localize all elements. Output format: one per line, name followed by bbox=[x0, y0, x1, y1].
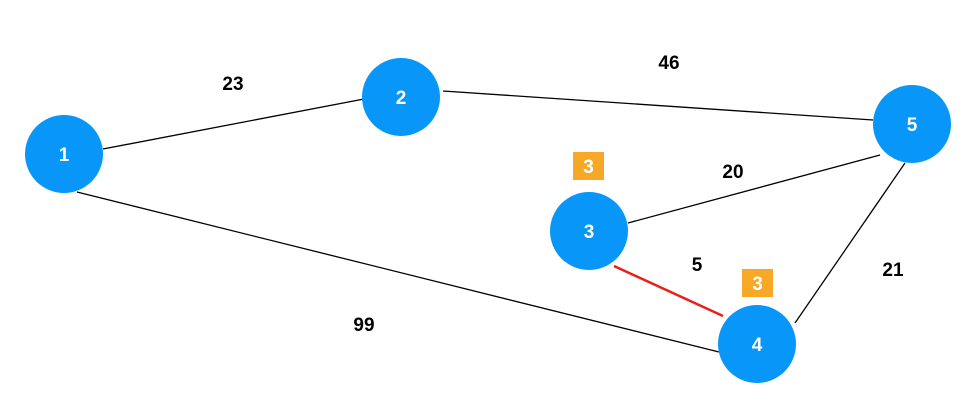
badge-node-4-label: 3 bbox=[752, 274, 763, 295]
edge-3-4-highlighted bbox=[613, 264, 724, 318]
node-2-label: 2 bbox=[396, 88, 407, 109]
edge-2-5 bbox=[442, 90, 874, 121]
edge-4-5 bbox=[794, 162, 906, 324]
badge-node-3-box bbox=[573, 152, 604, 180]
node-1[interactable]: 1 bbox=[25, 115, 103, 193]
node-4-circle bbox=[718, 305, 796, 383]
edge-weight-1-2: 23 bbox=[222, 74, 243, 95]
node-1-circle bbox=[25, 115, 103, 193]
node-5-label: 5 bbox=[907, 115, 918, 136]
badges: 3 3 bbox=[573, 152, 773, 297]
edge-3-5 bbox=[627, 154, 881, 224]
badge-node-3: 3 bbox=[573, 152, 604, 180]
edges bbox=[76, 90, 906, 353]
badge-node-4-box bbox=[742, 269, 773, 297]
node-4[interactable]: 4 bbox=[718, 305, 796, 383]
node-3[interactable]: 3 bbox=[550, 192, 628, 270]
edge-weight-1-4: 99 bbox=[353, 315, 374, 336]
edge-weight-2-5: 46 bbox=[658, 53, 679, 74]
node-2-circle bbox=[362, 58, 440, 136]
nodes: 1 2 3 4 5 bbox=[25, 58, 951, 383]
node-3-circle bbox=[550, 192, 628, 270]
edge-weights: 23 46 20 5 21 99 bbox=[222, 53, 904, 336]
node-5-circle bbox=[873, 85, 951, 163]
edge-weight-3-4: 5 bbox=[692, 255, 703, 276]
node-3-label: 3 bbox=[584, 222, 595, 243]
edge-weight-4-5: 21 bbox=[882, 260, 904, 281]
edge-1-4 bbox=[76, 191, 720, 353]
node-4-label: 4 bbox=[752, 335, 763, 356]
edge-weight-3-5: 20 bbox=[722, 162, 743, 183]
node-1-label: 1 bbox=[59, 145, 70, 166]
node-2[interactable]: 2 bbox=[362, 58, 440, 136]
badge-node-4: 3 bbox=[742, 269, 773, 297]
node-5[interactable]: 5 bbox=[873, 85, 951, 163]
edge-1-2 bbox=[102, 98, 365, 150]
badge-node-3-label: 3 bbox=[583, 157, 594, 178]
